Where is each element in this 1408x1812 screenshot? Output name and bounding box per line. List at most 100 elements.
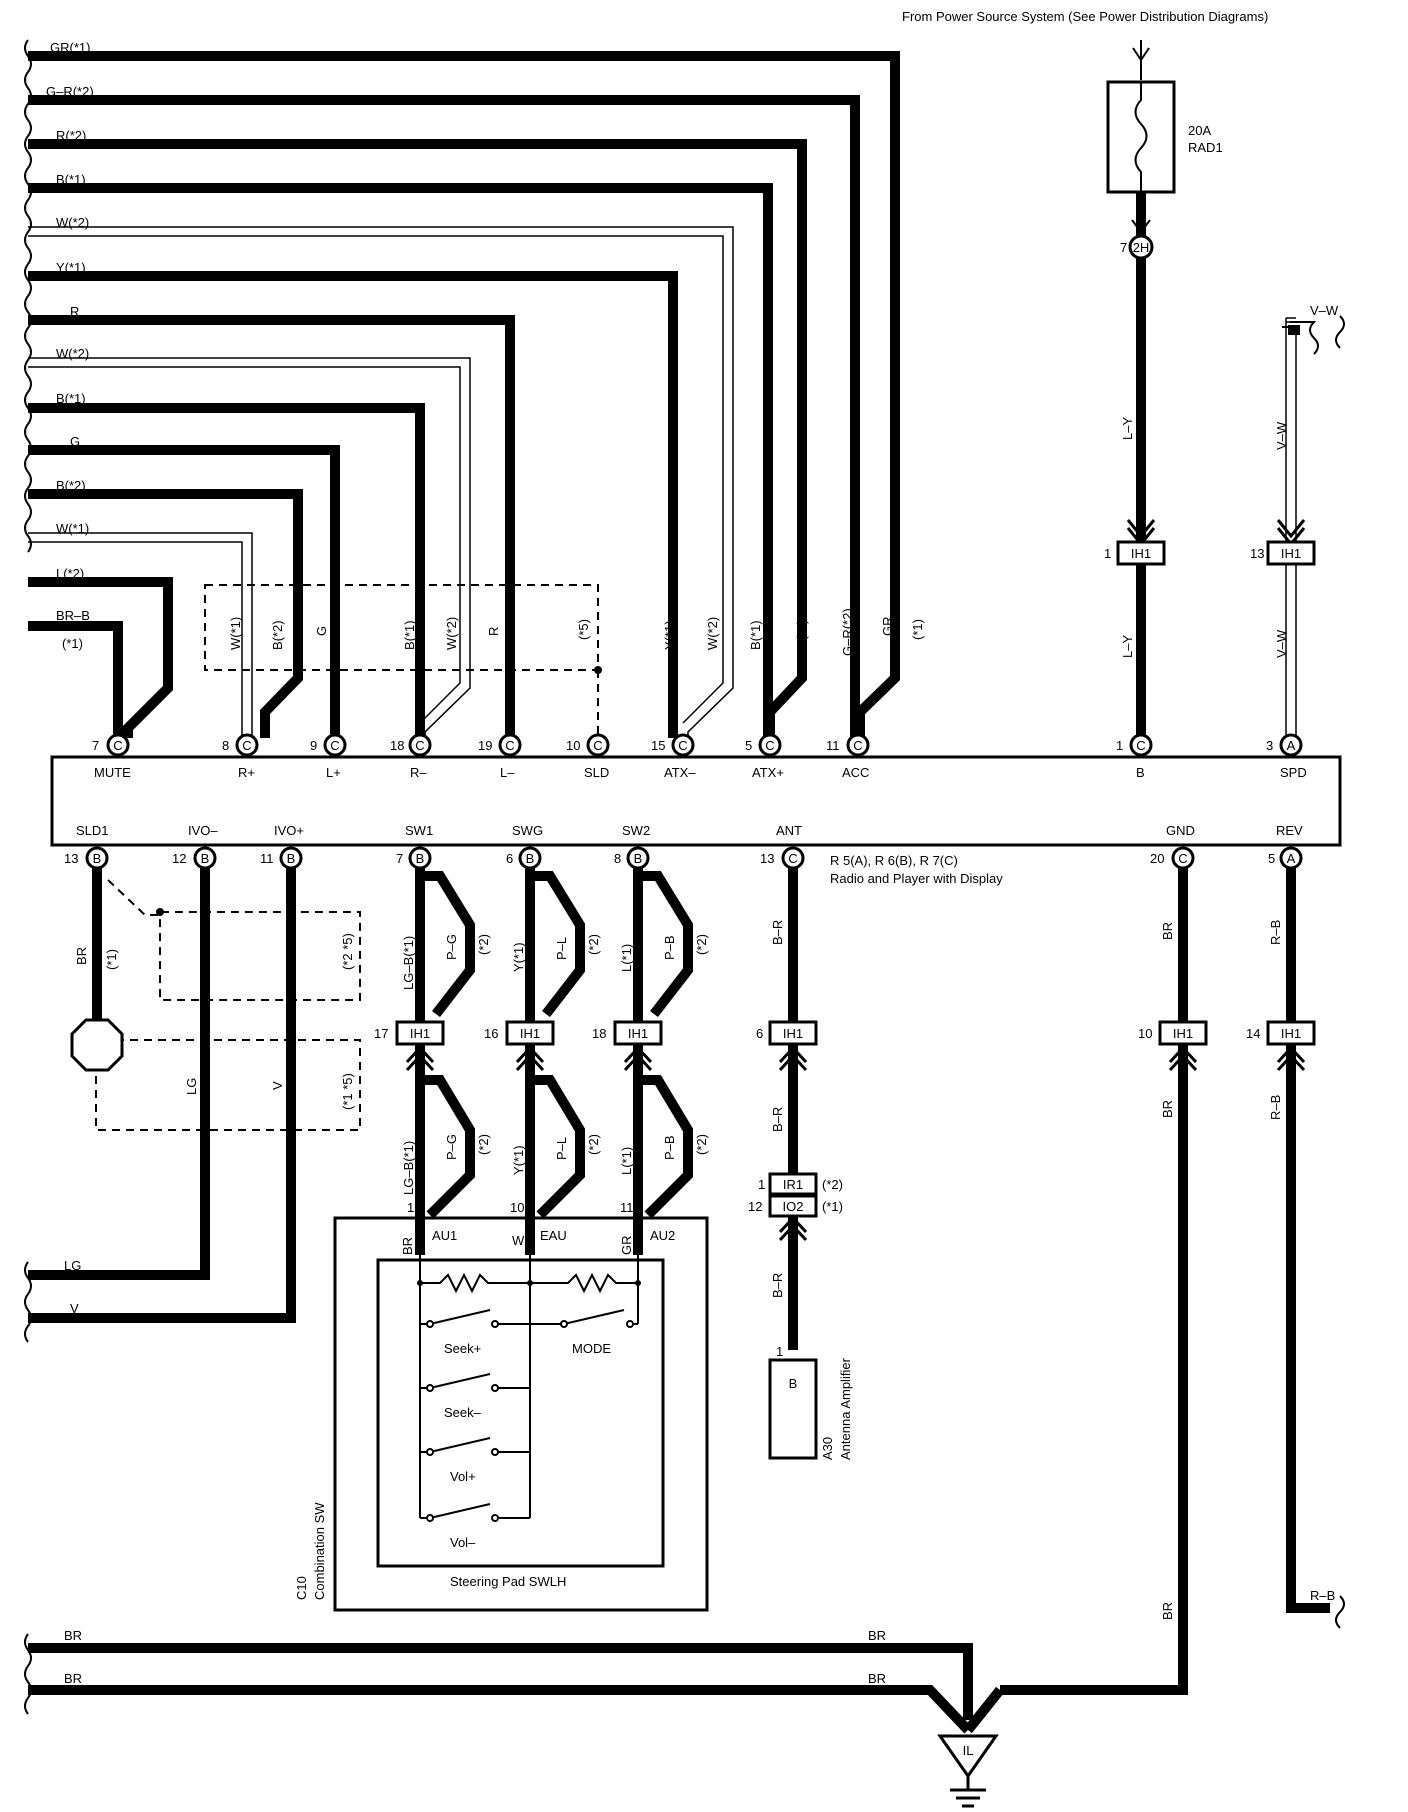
vlabel-w-1: W(*1) bbox=[228, 617, 243, 650]
vol-minus-switch bbox=[420, 1503, 530, 1519]
ih1-b-label: IH1 bbox=[1131, 546, 1151, 561]
svg-text:5: 5 bbox=[1268, 851, 1275, 866]
svg-text:LG–B(*1): LG–B(*1) bbox=[401, 936, 416, 990]
antenna-name: Antenna Amplifier bbox=[838, 1357, 853, 1460]
bottom-v-label: V bbox=[70, 1301, 79, 1316]
vlabel-b-1: B(*1) bbox=[402, 620, 417, 650]
svg-text:IH1: IH1 bbox=[520, 1026, 540, 1041]
svg-text:Vol–: Vol– bbox=[450, 1535, 476, 1550]
svg-text:IVO–: IVO– bbox=[188, 823, 218, 838]
svg-text:REV: REV bbox=[1276, 823, 1303, 838]
svg-text:IR1: IR1 bbox=[783, 1177, 803, 1192]
pin-swg: B 6 bbox=[506, 846, 542, 870]
wire-b-1 bbox=[28, 183, 773, 738]
svg-text:B–R: B–R bbox=[770, 920, 785, 945]
svg-text:IH1: IH1 bbox=[410, 1026, 430, 1041]
svg-text:MUTE: MUTE bbox=[94, 765, 131, 780]
svg-text:14: 14 bbox=[1246, 1026, 1260, 1041]
antenna-amplifier: B 1 A30 Antenna Amplifier bbox=[768, 1344, 853, 1460]
svg-text:BR: BR bbox=[1160, 1100, 1175, 1118]
svg-text:Seek+: Seek+ bbox=[444, 1341, 481, 1356]
shield-section: BR (*1) LG V (*2 *5) (*1 *5) bbox=[70, 879, 361, 1131]
svg-text:IH1: IH1 bbox=[1173, 1026, 1193, 1041]
fuse-amp: 20A bbox=[1188, 123, 1211, 138]
pin-l-minus: C 19 L– bbox=[478, 733, 522, 780]
svg-text:12: 12 bbox=[748, 1199, 762, 1214]
svg-text:11: 11 bbox=[260, 851, 274, 866]
svg-text:C: C bbox=[330, 738, 339, 753]
svg-text:R–B: R–B bbox=[1268, 920, 1283, 945]
svg-text:ACC: ACC bbox=[842, 765, 869, 780]
svg-text:P–L: P–L bbox=[554, 1137, 569, 1160]
svg-text:3: 3 bbox=[1266, 738, 1273, 753]
label-g: G bbox=[70, 434, 80, 449]
vlabel-5: (*5) bbox=[576, 619, 591, 640]
right-lower-labels: B–R B–R B–R BR BR BR R–B R–B R–B bbox=[770, 920, 1335, 1620]
shield-note1: (*1) bbox=[104, 949, 119, 970]
wire-ly-upper: L–Y bbox=[1120, 417, 1135, 440]
pin-b: C 1 B bbox=[1116, 733, 1153, 780]
vlabel-w-2-second: W(*2) bbox=[705, 617, 720, 650]
svg-text:MODE: MODE bbox=[572, 1341, 611, 1356]
svg-text:Vol+: Vol+ bbox=[450, 1469, 476, 1484]
wire-r bbox=[28, 315, 515, 738]
pin-acc: C 11 ACC bbox=[826, 733, 870, 780]
i3-connector bbox=[70, 1018, 124, 1072]
mode-switch bbox=[530, 1309, 638, 1325]
wire-g-r bbox=[28, 95, 860, 738]
wire-w-2-c bbox=[28, 357, 471, 738]
ih1-sw2: IH1 18 bbox=[592, 1020, 663, 1072]
svg-text:11: 11 bbox=[620, 1200, 634, 1215]
label-w-2: W(*2) bbox=[56, 215, 89, 230]
svg-text:6: 6 bbox=[506, 851, 513, 866]
pin-gnd: C 20 bbox=[1150, 846, 1195, 870]
label-left-note: (*1) bbox=[62, 636, 83, 651]
bottom-br1-label: BR bbox=[64, 1628, 82, 1643]
vw-top-label: V–W bbox=[1310, 303, 1339, 318]
svg-text:R–B: R–B bbox=[1268, 1095, 1283, 1120]
svg-text:Y(*1): Y(*1) bbox=[511, 1145, 526, 1175]
label-gr-1: GR(*1) bbox=[50, 40, 90, 55]
wire-b-2 bbox=[28, 489, 303, 738]
ih1-ant: IH1 6 bbox=[756, 1020, 818, 1072]
svg-text:IVO+: IVO+ bbox=[274, 823, 304, 838]
svg-text:C: C bbox=[853, 738, 862, 753]
svg-text:17: 17 bbox=[374, 1026, 388, 1041]
svg-text:10: 10 bbox=[566, 738, 580, 753]
ih1-row: IH1 17 IH1 16 IH1 18 IH1 6 IH1 10 bbox=[374, 1020, 1316, 1072]
vlabel-g: G bbox=[314, 626, 329, 636]
svg-text:A: A bbox=[1287, 851, 1296, 866]
bottom-lg-label: LG bbox=[64, 1258, 81, 1273]
ih1-b-num: 1 bbox=[1104, 546, 1111, 561]
note-2-5: (*2 *5) bbox=[340, 933, 355, 970]
left-wire-bundle bbox=[24, 39, 900, 738]
svg-text:(*2): (*2) bbox=[694, 934, 709, 955]
svg-text:C: C bbox=[593, 738, 602, 753]
svg-text:(*2): (*2) bbox=[476, 934, 491, 955]
svg-text:R+: R+ bbox=[238, 765, 255, 780]
svg-text:R–: R– bbox=[410, 765, 427, 780]
wire-br-b bbox=[28, 621, 123, 738]
svg-text:12: 12 bbox=[172, 851, 186, 866]
svg-text:SLD1: SLD1 bbox=[76, 823, 109, 838]
vw-wire: V–W V–W V–W IH1 13 bbox=[1250, 303, 1339, 737]
pin-sld: C 10 SLD bbox=[566, 733, 610, 780]
svg-text:C: C bbox=[765, 738, 774, 753]
wire-w-2-d bbox=[28, 366, 461, 724]
fuse-name: RAD1 bbox=[1188, 140, 1223, 155]
label-b-2: B(*2) bbox=[56, 478, 86, 493]
wire-w-1-b bbox=[28, 541, 243, 738]
svg-text:P–B: P–B bbox=[662, 935, 677, 960]
svg-text:L–: L– bbox=[500, 765, 515, 780]
ground-il: IL bbox=[937, 1734, 999, 1808]
svg-text:GR: GR bbox=[619, 1236, 634, 1256]
svg-text:13: 13 bbox=[64, 851, 78, 866]
bottom-br2-right-label: BR bbox=[868, 1671, 886, 1686]
pin-r-plus: C 8 R+ bbox=[222, 733, 259, 780]
combination-code: C10 bbox=[294, 1576, 309, 1600]
ih1-gnd: IH1 10 bbox=[1138, 1020, 1208, 1072]
ih1-connector-spd bbox=[1266, 540, 1316, 566]
svg-text:C: C bbox=[1136, 738, 1145, 753]
svg-text:ATX–: ATX– bbox=[664, 765, 696, 780]
svg-text:18: 18 bbox=[390, 738, 404, 753]
